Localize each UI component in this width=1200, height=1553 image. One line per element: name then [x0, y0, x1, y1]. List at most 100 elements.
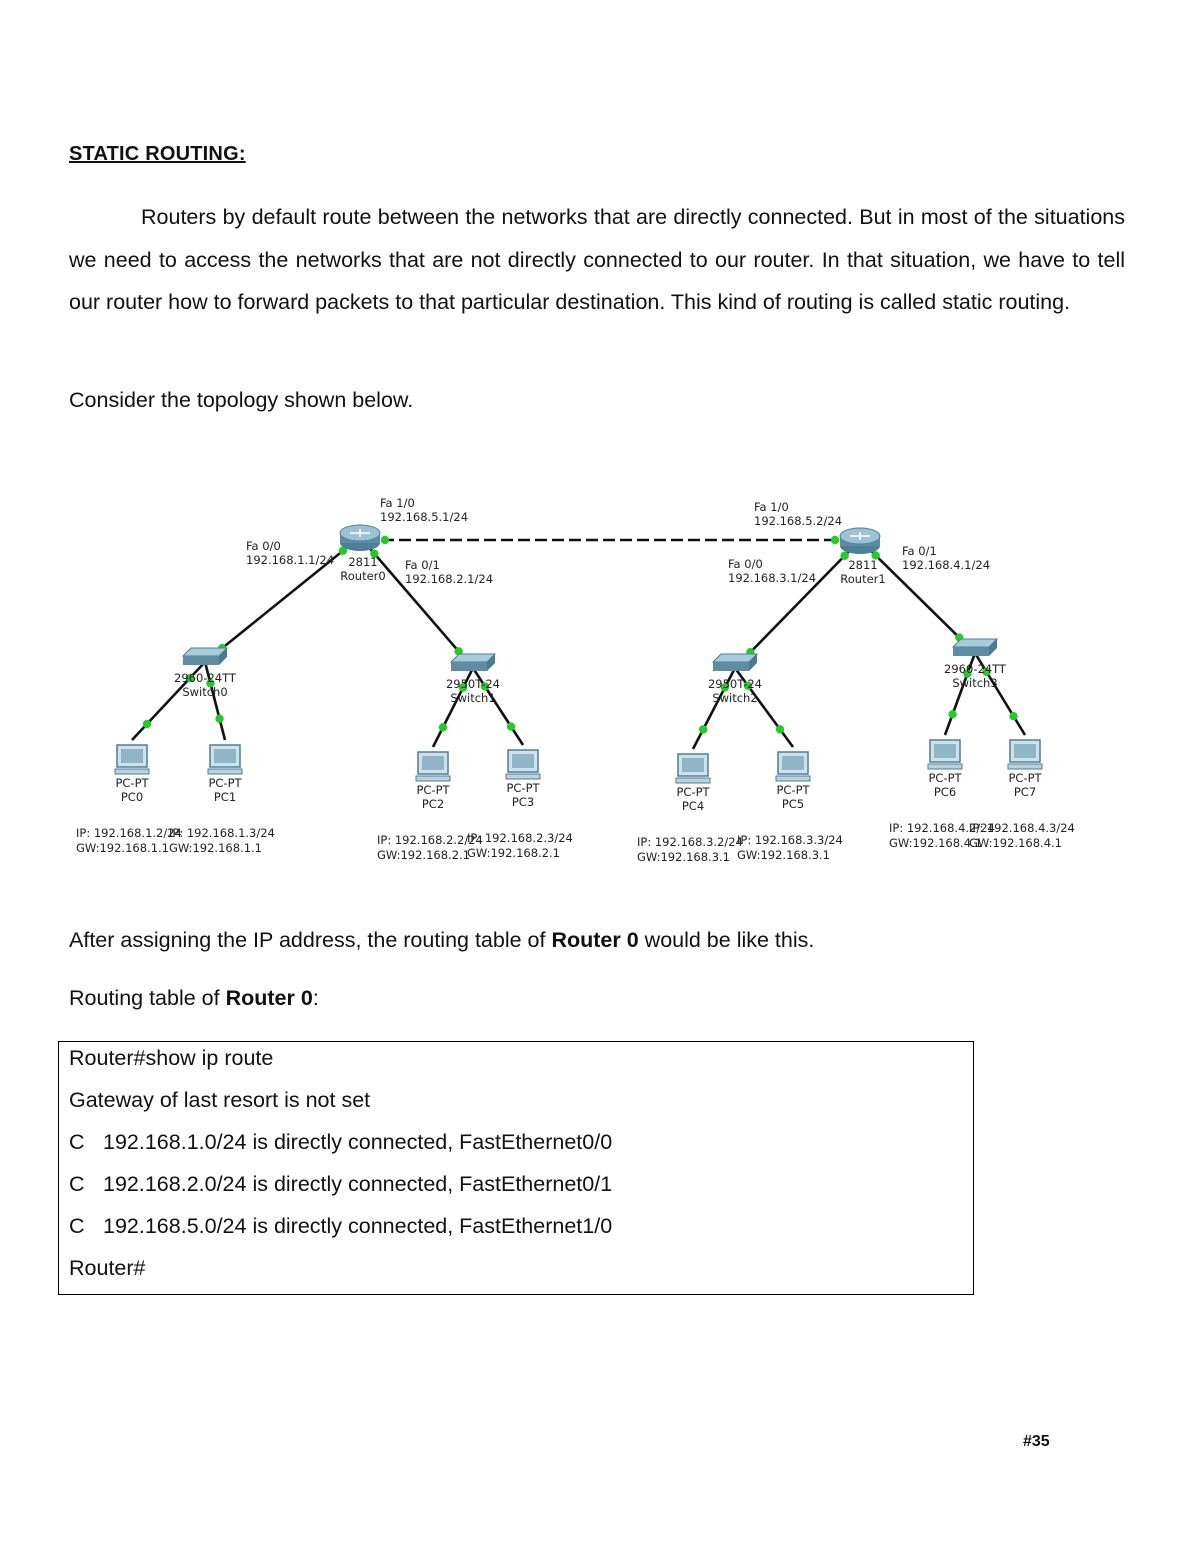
port-dot	[480, 682, 490, 691]
port-dot	[840, 551, 849, 560]
switch-icon	[951, 638, 999, 656]
cable-link	[203, 661, 227, 741]
pc-name-label: PC1	[214, 790, 236, 804]
pc-icon	[415, 751, 451, 782]
port-dot	[720, 683, 730, 692]
pc-name-label: PC7	[1014, 785, 1036, 799]
pc-gateway-label: GW:192.168.3.1	[737, 848, 830, 862]
port-dot	[380, 535, 390, 545]
pc-keyboard	[207, 768, 243, 775]
port-dot	[830, 535, 840, 545]
router-name-label: Router0	[340, 569, 385, 583]
router-name-label: Router1	[840, 572, 885, 586]
cable-link	[691, 667, 737, 750]
pc-type-label: PC-PT	[776, 783, 810, 797]
pc-icon	[775, 751, 811, 782]
interface-ip-label: 192.168.2.1/24	[405, 572, 493, 586]
routing-table-label: Routing table of Router 0:	[69, 984, 319, 1012]
cable-link	[204, 535, 361, 664]
port-dot	[215, 714, 224, 723]
route-text: 192.168.2.0/24 is directly connected, Fa…	[103, 1172, 613, 1196]
pc-screen	[512, 754, 534, 768]
pc-icon	[207, 744, 243, 775]
pc-keyboard	[1007, 763, 1043, 770]
switch-front	[183, 656, 219, 665]
pc-type-label: PC-PT	[416, 783, 450, 797]
router-arrows	[350, 529, 370, 537]
switch-model-label: 2950T-24	[446, 677, 500, 691]
after-assign-text: After assigning the IP address, the rout…	[69, 926, 814, 954]
switch-side	[487, 654, 495, 671]
pc-keyboard	[675, 777, 711, 784]
pc-ip-label: IP: 192.168.1.2/24	[76, 826, 182, 840]
intro-paragraph: Routers by default route between the net…	[69, 205, 1125, 314]
interface-ip-label: 192.168.5.1/24	[380, 510, 468, 524]
pc-keyboard	[505, 773, 541, 780]
pc-type-label: PC-PT	[1008, 771, 1042, 785]
route-code: C	[69, 1130, 85, 1154]
port-dot	[185, 673, 195, 683]
page-number: #35	[1023, 1433, 1050, 1450]
pc-icon	[675, 753, 711, 784]
pc-icon	[1007, 739, 1043, 770]
pc-screen	[934, 744, 956, 758]
switch-side	[219, 648, 227, 665]
pc-gateway-label: GW:192.168.4.1	[889, 836, 982, 850]
port-dot	[438, 723, 448, 732]
port-dot	[963, 669, 972, 678]
switch-front	[953, 647, 989, 656]
pc-gateway-label: GW:192.168.4.1	[969, 836, 1062, 850]
pc-name-label: PC5	[782, 797, 804, 811]
page-heading: STATIC ROUTING:	[69, 143, 246, 165]
switch-icon	[181, 647, 229, 665]
switch-icon	[449, 653, 497, 671]
rt-label-end: :	[312, 986, 319, 1010]
pc-screen	[422, 756, 444, 770]
cable-link	[431, 667, 475, 748]
pc-gateway-label: GW:192.168.1.1	[76, 841, 169, 855]
pc-screen	[121, 749, 143, 763]
port-dot	[454, 647, 463, 656]
cable-link	[734, 539, 861, 669]
after-text-bold: Router 0	[551, 928, 639, 952]
port-dot	[206, 679, 215, 688]
switch-side	[989, 639, 997, 656]
switch-name-label: Switch3	[952, 676, 997, 690]
interface-name-label: Fa 0/1	[405, 558, 440, 572]
port-dot	[370, 549, 379, 558]
pc-type-label: PC-PT	[676, 785, 710, 799]
topology-labels: 2811Router02811Router12960-24TTSwitch029…	[76, 496, 1075, 864]
interface-ip-label: 192.168.3.1/24	[728, 571, 816, 585]
port-dot	[506, 722, 516, 731]
pc-name-label: PC6	[934, 785, 956, 799]
switch-icon	[711, 653, 759, 671]
pc-ip-label: IP: 192.168.2.2/24	[377, 833, 483, 847]
port-dot	[982, 667, 991, 676]
route-text: 192.168.5.0/24 is directly connected, Fa…	[103, 1214, 613, 1238]
topology-links	[131, 535, 1027, 750]
pc-keyboard	[114, 768, 150, 775]
pc-screen	[682, 758, 704, 772]
pc-keyboard	[927, 763, 963, 770]
switch-name-label: Switch1	[450, 691, 495, 705]
cable-link	[943, 652, 977, 736]
port-dot	[743, 681, 753, 690]
pc-screen	[782, 756, 804, 770]
port-dot	[698, 725, 708, 734]
pc-type-label: PC-PT	[208, 776, 242, 790]
switch-front	[451, 662, 487, 671]
pc-name-label: PC4	[682, 799, 704, 813]
pc-keyboard	[775, 775, 811, 782]
cable-link	[973, 652, 1027, 736]
pc-icon	[505, 749, 541, 780]
interface-name-label: Fa 0/1	[902, 544, 937, 558]
pc-type-label: PC-PT	[928, 771, 962, 785]
cable-link	[471, 667, 525, 746]
switch-model-label: 2960-24TT	[944, 662, 1007, 676]
interface-name-label: Fa 0/0	[728, 557, 763, 571]
switch-name-label: Switch2	[712, 691, 757, 705]
cli-gateway: Gateway of last resort is not set	[69, 1088, 371, 1112]
interface-ip-label: 192.168.5.2/24	[754, 514, 842, 528]
route-code: C	[69, 1172, 85, 1196]
